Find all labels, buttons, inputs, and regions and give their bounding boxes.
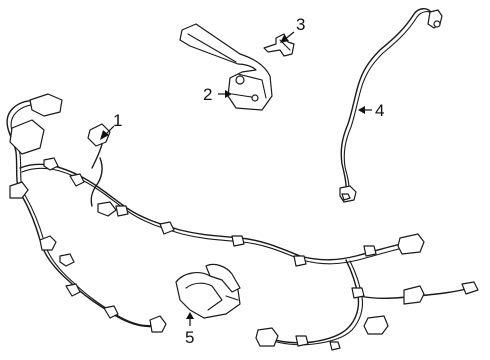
callout-3-label: 3 xyxy=(296,15,305,34)
part-5-sensor xyxy=(175,263,241,319)
part-4-sensor-wire xyxy=(339,8,443,203)
callout-3-arrow xyxy=(280,31,295,43)
callout-4-arrow xyxy=(358,106,372,114)
callout-1-label: 1 xyxy=(113,111,122,130)
callout-4-label: 4 xyxy=(375,101,384,120)
callout-2-label: 2 xyxy=(203,85,212,104)
callout-2-arrow xyxy=(218,90,232,98)
callout-5-arrow xyxy=(186,312,194,326)
callout-5-label: 5 xyxy=(185,328,194,347)
callout-1-arrow xyxy=(100,125,115,140)
part-3-bolt xyxy=(263,33,295,57)
part-1-main-harness xyxy=(6,93,479,351)
